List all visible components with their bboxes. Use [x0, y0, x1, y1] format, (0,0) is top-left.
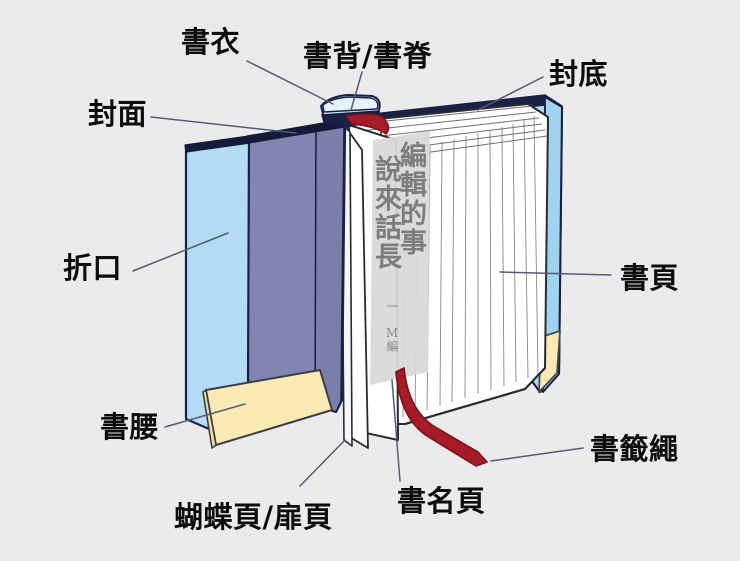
front-flap-shape — [184, 135, 251, 434]
bookmark-ribbon-bottom — [395, 367, 488, 467]
bookmark-ribbon-top — [345, 113, 390, 135]
front-cover-shape — [245, 119, 347, 414]
label-dust-jacket: 書衣 — [181, 25, 241, 59]
book-title-byline: 一 M編 — [385, 300, 399, 352]
label-flap: 折口 — [63, 251, 123, 285]
leader-lines — [132, 60, 612, 487]
book-title-left: 說來話長 — [370, 155, 401, 271]
label-title-page: 書名頁 — [397, 484, 486, 518]
book-title-right: 編輯的事 — [395, 141, 426, 257]
label-back-cover: 封底 — [549, 57, 609, 91]
label-front-cover: 封面 — [88, 97, 148, 131]
label-belly-band: 書腰 — [100, 410, 160, 444]
label-endpaper: 蝴蝶頁/扉頁 — [174, 500, 333, 534]
label-spine: 書背/書脊 — [303, 39, 433, 73]
label-bookmark: 書籤繩 — [590, 432, 679, 466]
label-book-pages: 書頁 — [620, 261, 680, 295]
endpaper-leaves — [340, 123, 369, 449]
belly-band-front — [202, 369, 333, 449]
